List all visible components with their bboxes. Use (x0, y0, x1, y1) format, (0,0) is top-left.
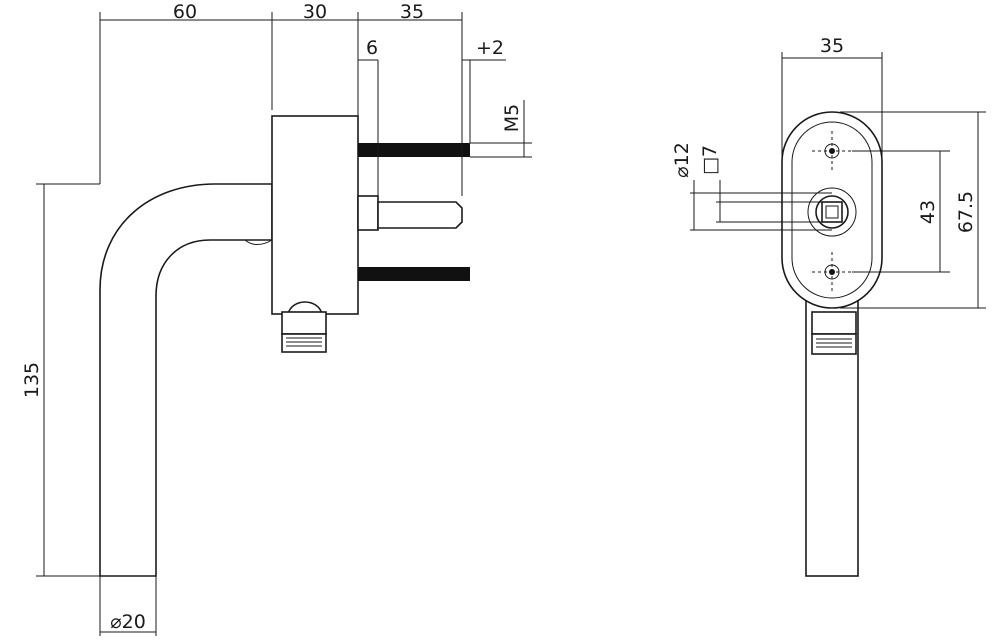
dim-35-top: 35 (400, 1, 424, 23)
front-view: 35 ⌀12 □7 43 67.5 (671, 35, 986, 577)
dim-43: 43 (917, 200, 939, 224)
screw-upper (358, 143, 470, 157)
lock-cap (281, 333, 327, 353)
dim-m5: M5 (501, 104, 523, 132)
lock-barrel (281, 311, 327, 335)
spindle-hub-outer (807, 187, 857, 237)
dim-square-7: □7 (699, 145, 721, 175)
dim-diameter-12: ⌀12 (671, 142, 693, 178)
dim-plus2: +2 (476, 37, 504, 59)
side-view: 60 30 35 6 +2 M5 135 ⌀20 (21, 1, 532, 636)
dim-30: 30 (303, 1, 327, 23)
handle-lever (99, 183, 273, 577)
dim-135: 135 (21, 362, 43, 398)
spindle-square (821, 201, 843, 223)
dim-6: 6 (366, 37, 378, 59)
handle-neck (244, 239, 273, 245)
square-spindle (377, 201, 463, 229)
rose-block (271, 115, 359, 315)
screw-lower (358, 267, 470, 281)
rose-plate-inner (791, 121, 873, 299)
dim-60: 60 (173, 1, 197, 23)
dim-diameter-20: ⌀20 (110, 611, 146, 633)
dim-35: 35 (820, 35, 844, 57)
dim-67-5: 67.5 (955, 191, 977, 233)
front-lock-barrel (811, 311, 857, 335)
front-lock-cap (811, 333, 857, 355)
spindle-collar (357, 195, 379, 231)
